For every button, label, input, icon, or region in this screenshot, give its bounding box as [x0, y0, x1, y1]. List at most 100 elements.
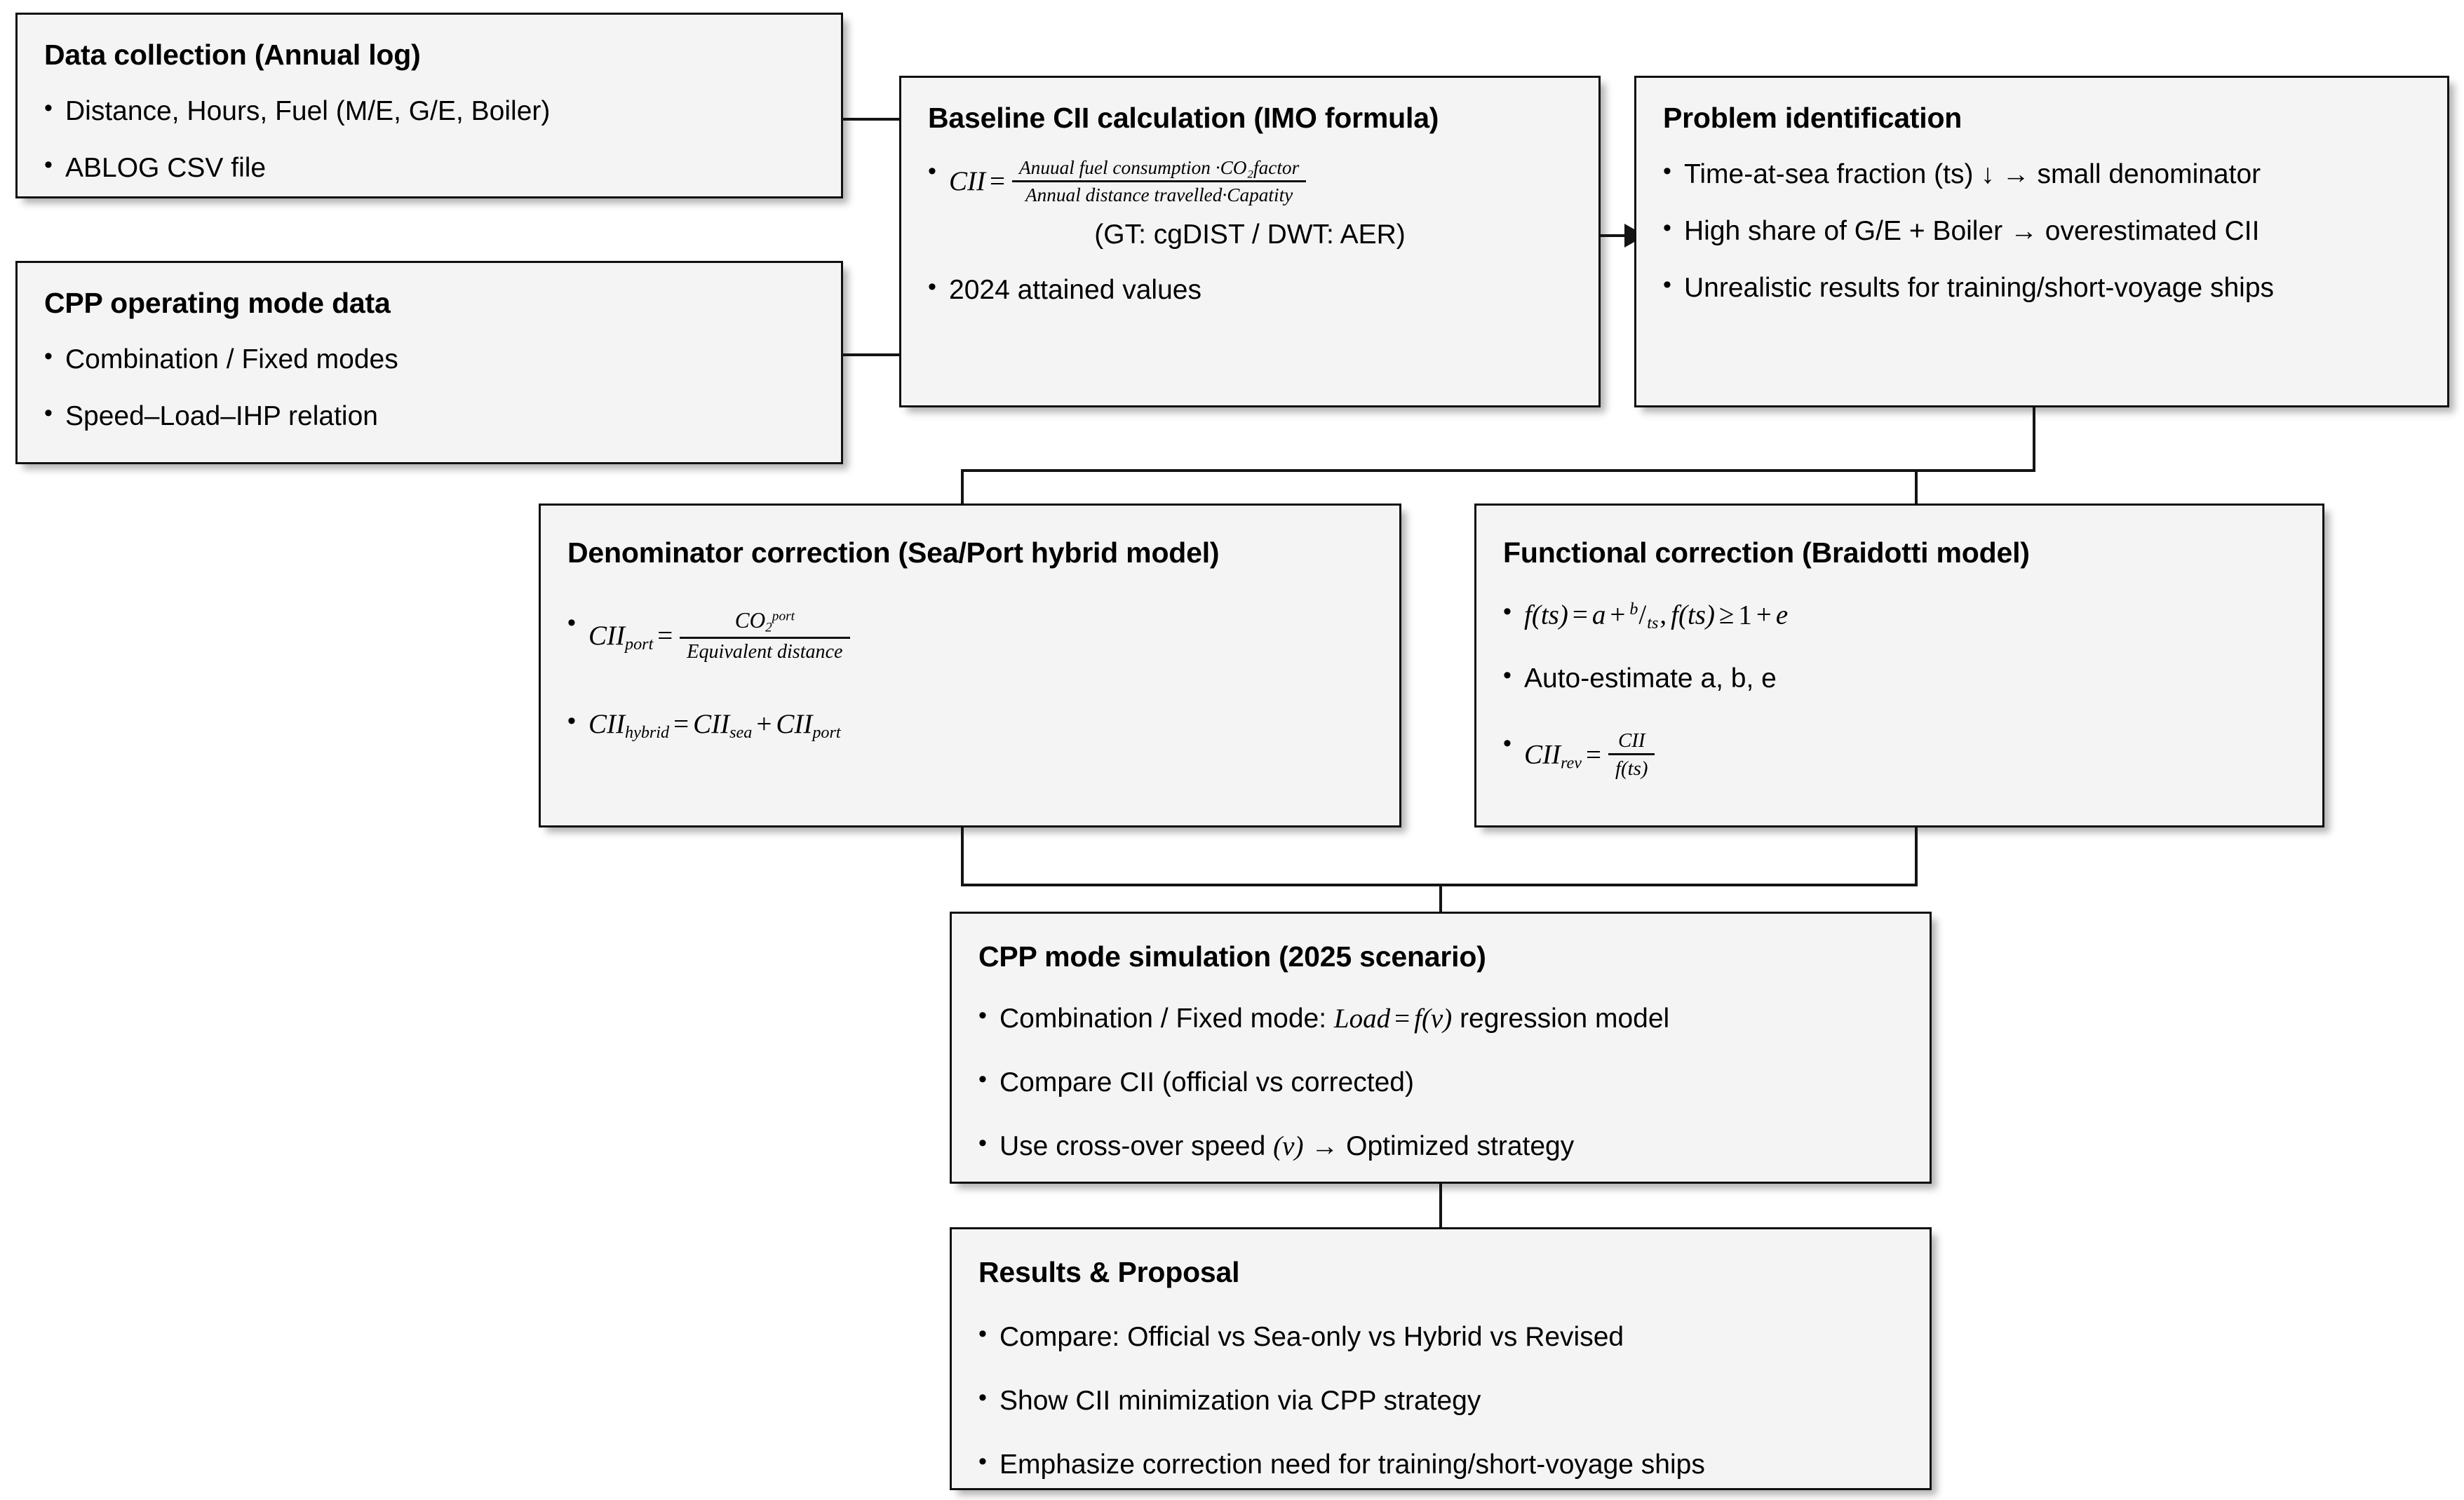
- connector-line: [961, 469, 964, 528]
- bullet-list: CII=Anuual fuel consumption ·CO₂factorAn…: [928, 157, 1572, 207]
- formula-lhs: CII: [588, 708, 625, 739]
- list-item: Time-at-sea fraction (ts) ↓ → small deno…: [1663, 157, 2421, 191]
- formula-equals: =: [657, 621, 673, 651]
- node-title: Results & Proposal: [978, 1256, 1240, 1288]
- math-f-of-v: f(v): [1414, 1004, 1453, 1034]
- formula-lhs-subscript: port: [625, 634, 654, 654]
- list-item: Unrealistic results for training/short-v…: [1663, 271, 2421, 305]
- list-item: Emphasize correction need for training/s…: [978, 1447, 1903, 1482]
- connector-line: [1439, 1184, 1442, 1234]
- formula-lhs: CII: [588, 621, 625, 651]
- connector-line: [961, 469, 2035, 472]
- list-item-crossover-speed: Use cross-over speed (v) → Optimized str…: [978, 1129, 1903, 1163]
- connector-line: [1915, 469, 1918, 528]
- formula-equals: =: [1572, 600, 1588, 630]
- bullet-list: f(ts)=a+b/ts,f(ts)≥1+e Auto-estimate a, …: [1503, 597, 2296, 782]
- math-equals: =: [1394, 1004, 1411, 1034]
- formula-term2-subscript: port: [812, 722, 841, 742]
- formula-plus2: +: [1756, 600, 1772, 630]
- formula-equals: =: [673, 708, 689, 739]
- connector-line: [2033, 407, 2035, 472]
- slash-fraction-numerator: b: [1629, 600, 1638, 619]
- bullet-list: Distance, Hours, Fuel (M/E, G/E, Boiler)…: [44, 94, 814, 185]
- node-cpp-mode-simulation: CPP mode simulation (2025 scenario) Comb…: [950, 912, 1932, 1184]
- list-item: Compare CII (official vs corrected): [978, 1065, 1903, 1100]
- node-title: Baseline CII calculation (IMO formula): [928, 102, 1439, 134]
- bullet-list: Compare: Official vs Sea-only vs Hybrid …: [978, 1320, 1903, 1482]
- math-v: (v): [1273, 1130, 1304, 1161]
- formula-equals: =: [1585, 739, 1601, 770]
- bullet-text-prefix: Use cross-over speed: [999, 1130, 1274, 1161]
- formula-plus: +: [756, 708, 772, 739]
- list-item: Distance, Hours, Fuel (M/E, G/E, Boiler): [44, 94, 814, 128]
- list-item: Combination / Fixed modes: [44, 342, 814, 377]
- list-item: 2024 attained values: [928, 273, 1572, 307]
- node-functional-correction: Functional correction (Braidotti model) …: [1474, 504, 2324, 827]
- list-item: Auto-estimate a, b, e: [1503, 661, 2296, 696]
- fraction-denominator: f(ts): [1608, 753, 1655, 780]
- formula-fts-second: f(ts): [1671, 600, 1715, 630]
- formula-lhs: f(ts): [1524, 600, 1568, 630]
- co2-superscript: port: [772, 609, 795, 624]
- bullet-list: Combination / Fixed mode: Load=f(v) regr…: [978, 1001, 1903, 1163]
- math-load: Load: [1333, 1004, 1391, 1034]
- formula-term2: CII: [776, 708, 813, 739]
- formula-lhs-subscript: hybrid: [625, 722, 670, 742]
- node-cpp-operating-mode-data: CPP operating mode data Combination / Fi…: [15, 261, 843, 464]
- node-title: Functional correction (Braidotti model): [1503, 536, 2030, 569]
- fraction-numerator: CO2port: [680, 608, 849, 637]
- formula-lhs: CII: [949, 166, 985, 196]
- list-item-formula-fts: f(ts)=a+b/ts,f(ts)≥1+e: [1503, 597, 2296, 633]
- node-title: CPP mode simulation (2025 scenario): [978, 940, 1486, 973]
- formula-comma: ,: [1660, 600, 1667, 630]
- co2-subscript: 2: [765, 620, 772, 635]
- formula-term1: CII: [693, 708, 730, 739]
- connector-line: [1439, 884, 1442, 934]
- list-item: High share of G/E + Boiler → overestimat…: [1663, 214, 2421, 248]
- fraction-numerator: CII: [1617, 729, 1645, 752]
- connector-line: [842, 118, 906, 121]
- fraction-numerator: Anuual fuel consumption ·CO₂factor: [1019, 157, 1300, 179]
- list-item-load-regression: Combination / Fixed mode: Load=f(v) regr…: [978, 1001, 1903, 1036]
- node-baseline-cii-calculation: Baseline CII calculation (IMO formula) C…: [899, 76, 1601, 407]
- list-item: Speed–Load–IHP relation: [44, 399, 814, 433]
- co2-base: CO: [734, 608, 766, 633]
- formula-lhs: CII: [1524, 739, 1561, 770]
- bullet-text-prefix: Combination / Fixed mode:: [999, 1004, 1334, 1034]
- formula-a: a: [1591, 600, 1606, 630]
- formula-equals: =: [990, 166, 1005, 196]
- connector-line: [961, 827, 964, 886]
- formula-term1-subscript: sea: [729, 722, 753, 742]
- list-item: Compare: Official vs Sea-only vs Hybrid …: [978, 1320, 1903, 1354]
- bullet-list: Combination / Fixed modes Speed–Load–IHP…: [44, 342, 814, 433]
- bullet-text-suffix: regression model: [1452, 1004, 1670, 1034]
- formula-one: 1: [1738, 600, 1752, 630]
- list-item-formula-cii: CII=Anuual fuel consumption ·CO₂factorAn…: [928, 157, 1572, 207]
- formula-note: (GT: cgDIST / DWT: AER): [1094, 219, 1406, 250]
- node-data-collection: Data collection (Annual log) Distance, H…: [15, 13, 843, 198]
- bullet-list: Time-at-sea fraction (ts) ↓ → small deno…: [1663, 157, 2421, 305]
- slash-icon: /: [1638, 600, 1647, 630]
- slash-fraction-denominator: ts: [1647, 614, 1659, 633]
- node-title: Problem identification: [1663, 102, 1963, 134]
- fraction-denominator: Equivalent distance: [680, 637, 850, 663]
- node-problem-identification: Problem identification Time-at-sea fract…: [1634, 76, 2449, 407]
- connector-line: [1601, 234, 1630, 237]
- formula-lhs-subscript: rev: [1561, 753, 1582, 773]
- fraction-denominator: Annual distance travelled·Capatity: [1012, 180, 1307, 206]
- bullet-list: 2024 attained values: [928, 273, 1572, 307]
- formula-plus: +: [1610, 600, 1626, 630]
- node-title: Data collection (Annual log): [44, 39, 421, 71]
- node-results-proposal: Results & Proposal Compare: Official vs …: [950, 1227, 1932, 1490]
- node-title: CPP operating mode data: [44, 287, 391, 319]
- list-item: Show CII minimization via CPP strategy: [978, 1384, 1903, 1418]
- node-title: Denominator correction (Sea/Port hybrid …: [567, 536, 1220, 569]
- list-item-formula-cii-hybrid: CIIhybrid=CIIsea+CIIport: [567, 707, 1373, 743]
